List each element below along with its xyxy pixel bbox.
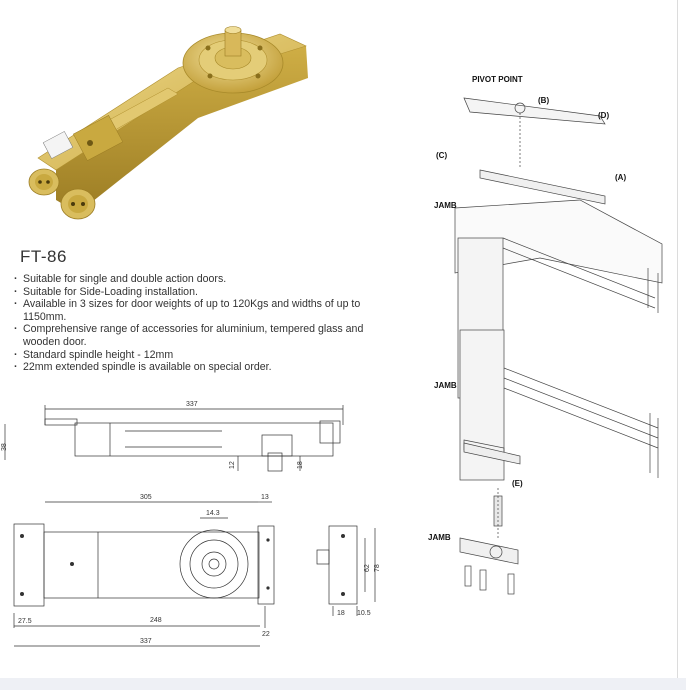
- feature-item: Standard spindle height - 12mm: [13, 349, 373, 362]
- feature-item: Suitable for Side-Loading installation.: [13, 286, 373, 299]
- feature-list: Suitable for single and double action do…: [13, 273, 373, 374]
- end-view-drawing: 62 78 18 10.5: [316, 525, 381, 617]
- edge-label: 22: [262, 631, 270, 638]
- product-photo: [28, 26, 308, 220]
- feature-item: Suitable for single and double action do…: [13, 273, 373, 286]
- side-length-label: 337: [186, 401, 198, 408]
- end-height-b-label: 78: [374, 564, 381, 572]
- part-d-label: (D): [598, 111, 609, 120]
- top-overall-length-label: 337: [140, 638, 152, 645]
- feature-item: Comprehensive range of accessories for a…: [13, 323, 373, 348]
- page-border: [677, 0, 678, 690]
- hole-spacing-label: 248: [150, 617, 162, 624]
- part-c-label: (C): [436, 151, 447, 160]
- feature-item: 22mm extended spindle is available on sp…: [13, 361, 373, 374]
- top-end-margin-label: 13: [261, 494, 269, 501]
- model-title: FT-86: [20, 247, 67, 266]
- jamb-middle-label: JAMB: [434, 381, 457, 390]
- left-offset-label: 27.5: [18, 618, 32, 625]
- end-width-a-label: 18: [337, 610, 345, 617]
- side-view-drawing: 337 38 12 18: [1, 401, 344, 472]
- jamb-bottom-label: JAMB: [428, 533, 451, 542]
- end-width-b-label: 10.5: [357, 610, 371, 617]
- feature-item: Available in 3 sizes for door weights of…: [13, 298, 373, 323]
- side-height-label: 38: [1, 443, 8, 451]
- spindle-diameter-label: 14.3: [206, 510, 220, 517]
- part-a-label: (A): [615, 173, 626, 182]
- spindle-height-extended-label: 18: [297, 461, 304, 469]
- spindle-height-label: 12: [229, 461, 236, 469]
- end-height-a-label: 62: [364, 564, 371, 572]
- top-view-drawing: 305 13 14.3 27.5 248 22 337: [13, 494, 275, 647]
- jamb-top-label: JAMB: [434, 201, 457, 210]
- part-e-label: (E): [512, 479, 523, 488]
- pivot-point-label: PIVOT POINT: [472, 75, 523, 84]
- exploded-installation-diagram: PIVOT POINT (B) (D) (C) (A) JAMB JAMB (E…: [428, 75, 663, 595]
- part-b-label: (B): [538, 96, 549, 105]
- top-length-to-spindle-label: 305: [140, 494, 152, 501]
- bottom-band: [0, 678, 686, 690]
